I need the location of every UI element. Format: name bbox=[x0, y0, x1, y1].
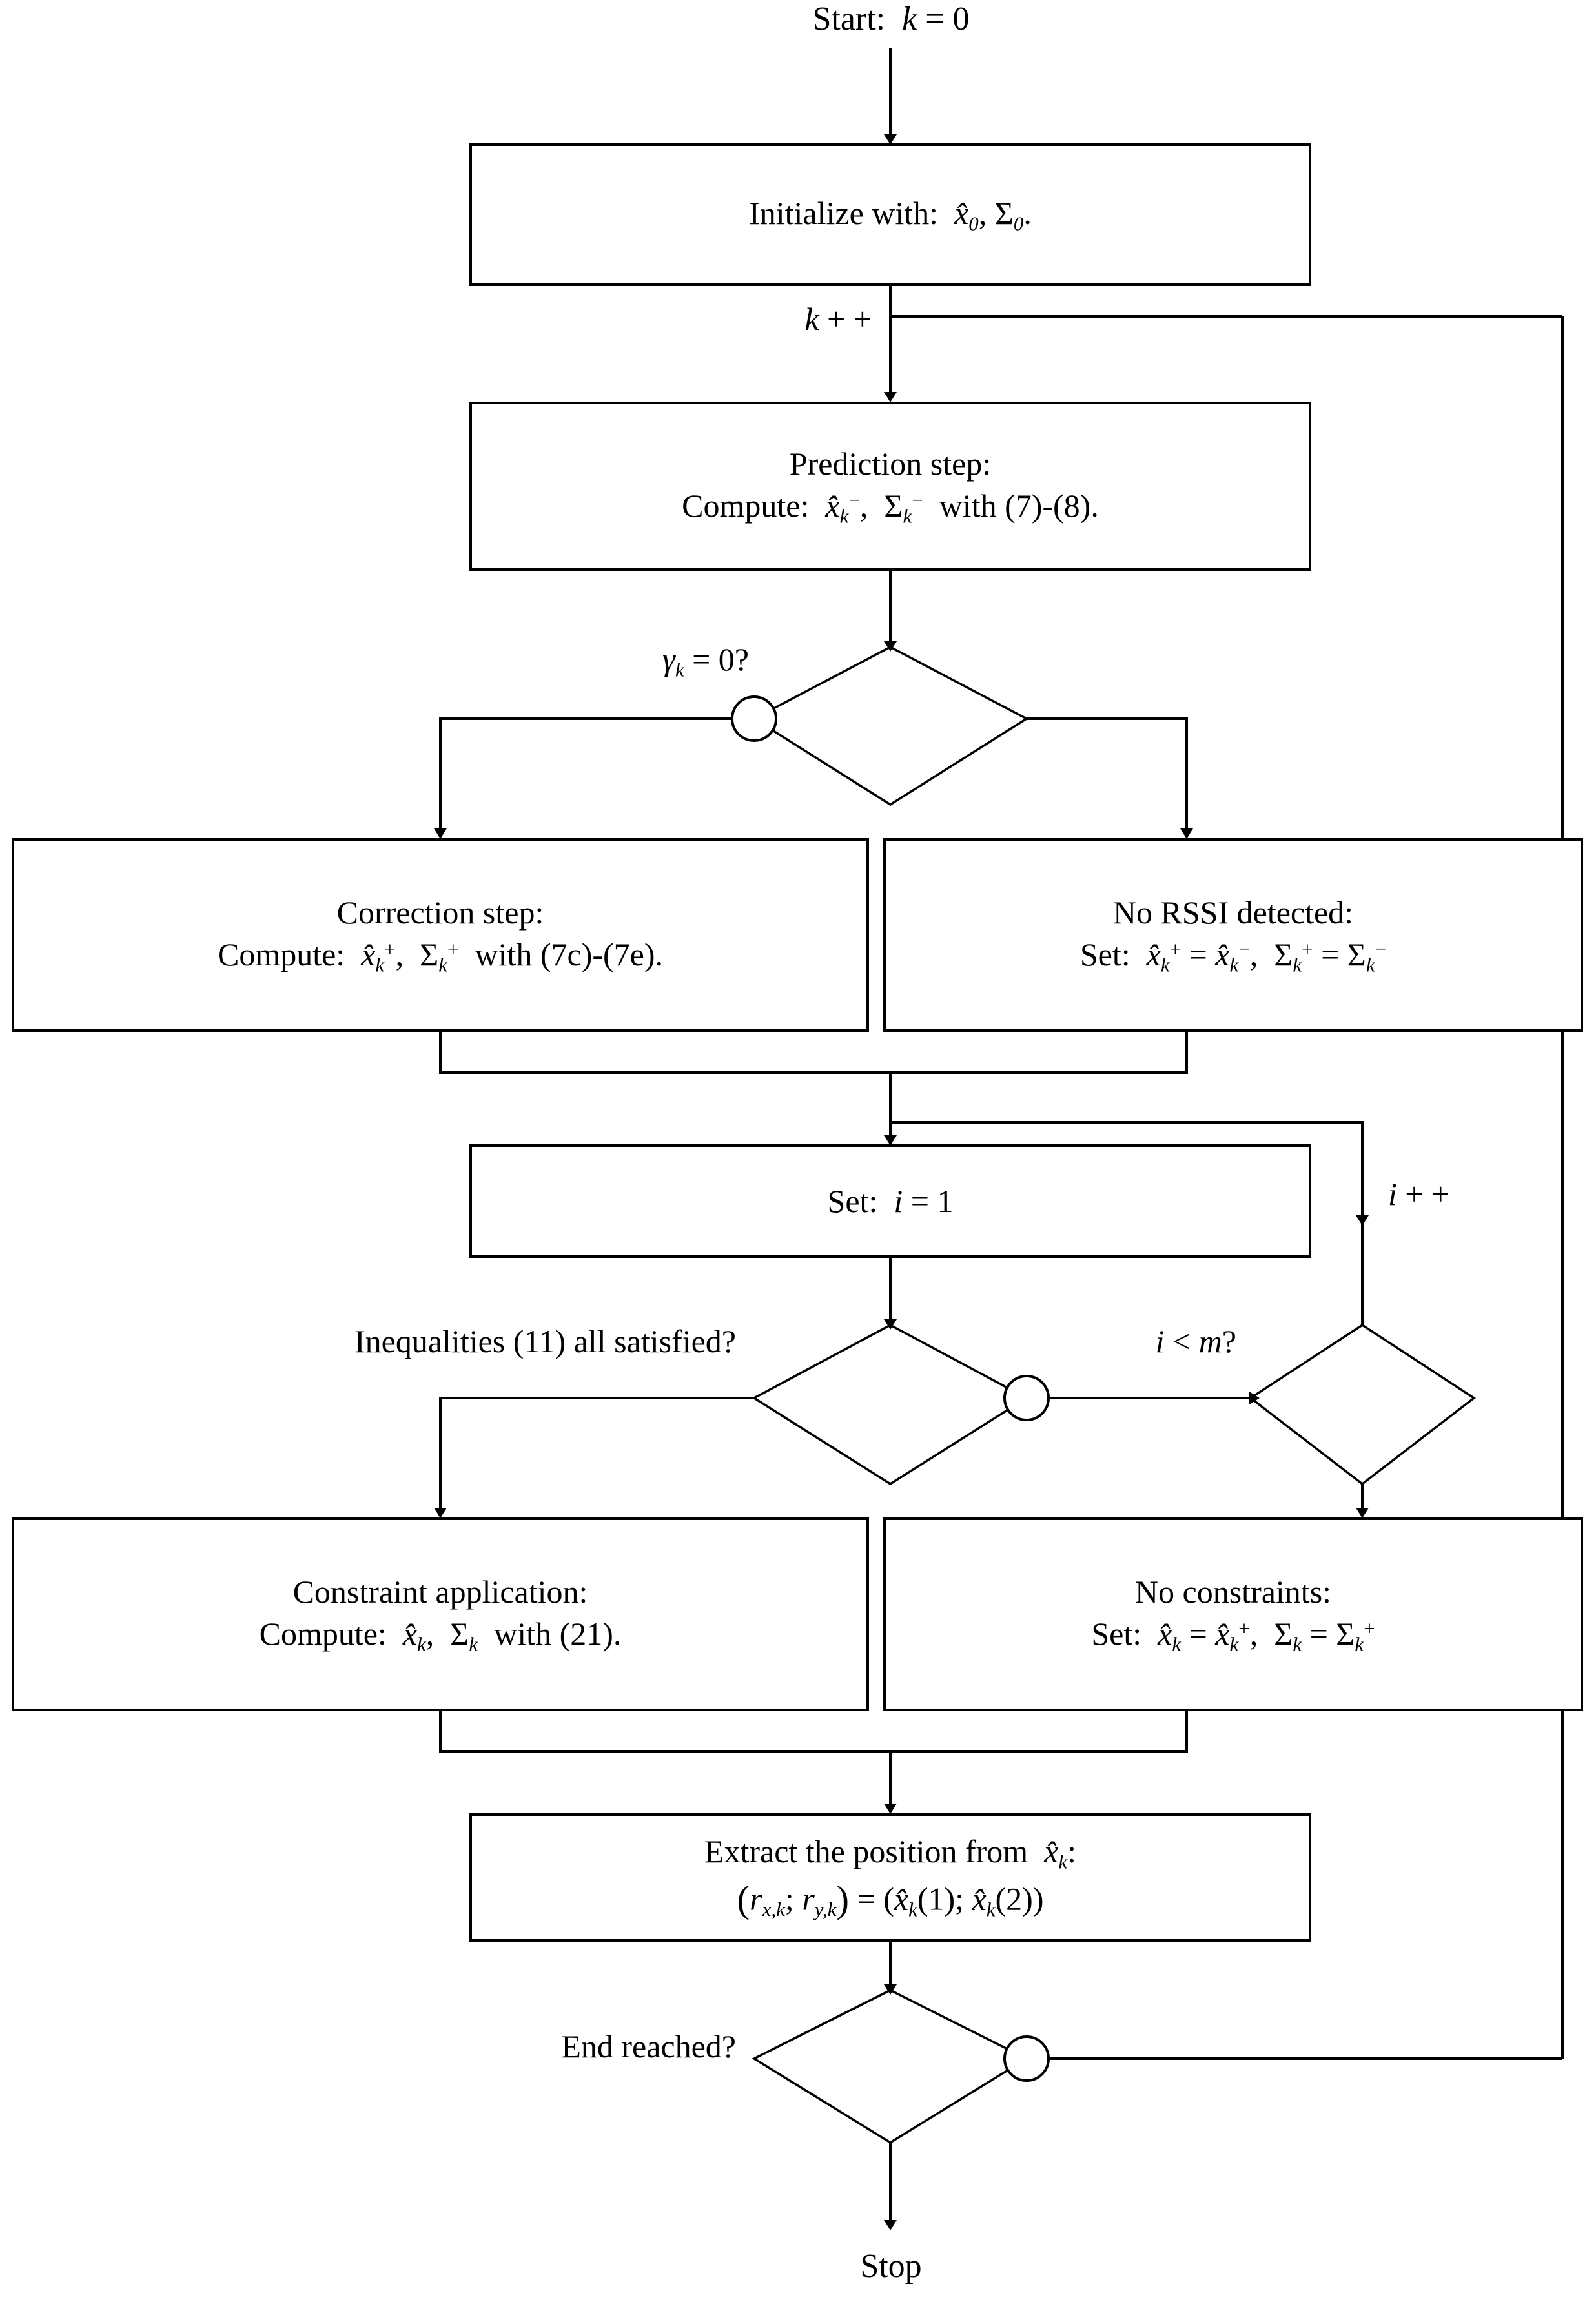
terminal-stop: Stop bbox=[755, 2247, 1027, 2285]
edge-label-k-increment: k + + bbox=[804, 301, 872, 337]
edge-label-i-increment: i + + bbox=[1388, 1176, 1450, 1212]
box-set-i[interactable]: Set: i = 1 bbox=[469, 1144, 1311, 1258]
decision-label-gamma: γk = 0? bbox=[662, 641, 749, 681]
decision-label-end-reached: End reached? bbox=[561, 2028, 736, 2064]
box-initialize-line1: Initialize with: x̂0, Σ0. bbox=[749, 195, 1032, 235]
edge-gamma-right-branch bbox=[1027, 717, 1193, 839]
box-constraint-line2: Compute: x̂k, Σk with (21). bbox=[259, 1616, 622, 1656]
box-constraint-line1: Constraint application: bbox=[292, 1574, 588, 1610]
box-correction[interactable]: Correction step: Compute: x̂k+, Σk+ with… bbox=[12, 838, 869, 1032]
edge-noconstraints-to-merge2 bbox=[890, 1711, 1188, 1753]
decision-inequalities-outline bbox=[752, 1324, 1029, 1486]
box-extract-line2: (rx,k; ry,k) = (x̂k(1); x̂k(2)) bbox=[737, 1878, 1044, 1921]
box-no-constraints-line2: Set: x̂k = x̂k+, Σk = Σk+ bbox=[1091, 1616, 1375, 1656]
box-no-constraints-line1: No constraints: bbox=[1134, 1574, 1332, 1610]
box-extract[interactable]: Extract the position from x̂k: (rx,k; ry… bbox=[469, 1813, 1311, 1942]
edge-correction-to-merge bbox=[439, 1032, 890, 1074]
box-no-rssi-line1: No RSSI detected: bbox=[1112, 894, 1354, 931]
box-no-rssi[interactable]: No RSSI detected: Set: x̂k+ = x̂k−, Σk+ … bbox=[883, 838, 1583, 1032]
box-correction-line1: Correction step: bbox=[336, 894, 544, 931]
decision-label-i-less-m: i < m? bbox=[1155, 1323, 1236, 1359]
decision-label-inequalities: Inequalities (11) all satisfied? bbox=[354, 1323, 736, 1359]
box-correction-line2: Compute: x̂k+, Σk+ with (7c)-(7e). bbox=[217, 936, 664, 976]
box-prediction-line1: Prediction step: bbox=[789, 446, 992, 482]
box-constraint[interactable]: Constraint application: Compute: x̂k, Σk… bbox=[12, 1517, 869, 1711]
junction-circle-endreached bbox=[1003, 2035, 1050, 2082]
junction-circle-inequalities bbox=[1003, 1375, 1050, 1421]
edge-inequalities-left-branch bbox=[434, 1397, 754, 1518]
box-no-constraints[interactable]: No constraints: Set: x̂k = x̂k+, Σk = Σk… bbox=[883, 1517, 1583, 1711]
decision-gamma-outline bbox=[752, 646, 1029, 807]
decision-ilessm-outline bbox=[1248, 1323, 1477, 1486]
box-prediction[interactable]: Prediction step: Compute: x̂k−, Σk− with… bbox=[469, 402, 1311, 571]
box-extract-line1: Extract the position from x̂k: bbox=[704, 1833, 1077, 1873]
box-prediction-line2: Compute: x̂k−, Σk− with (7)-(8). bbox=[682, 488, 1099, 528]
box-no-rssi-line2: Set: x̂k+ = x̂k−, Σk+ = Σk− bbox=[1079, 936, 1387, 976]
edge-gamma-left-branch bbox=[434, 717, 754, 839]
terminal-start: Start: k = 0 bbox=[755, 0, 1027, 38]
edge-norssi-to-merge bbox=[890, 1032, 1188, 1074]
junction-circle-gamma bbox=[731, 695, 777, 742]
box-set-i-line1: Set: i = 1 bbox=[827, 1182, 954, 1219]
decision-endreached-outline bbox=[752, 1989, 1029, 2145]
edge-constraint-to-merge2 bbox=[439, 1711, 890, 1753]
box-initialize[interactable]: Initialize with: x̂0, Σ0. bbox=[469, 143, 1311, 286]
terminal-stop-label: Stop bbox=[860, 2248, 922, 2285]
terminal-start-label: Start: k = 0 bbox=[812, 1, 970, 37]
